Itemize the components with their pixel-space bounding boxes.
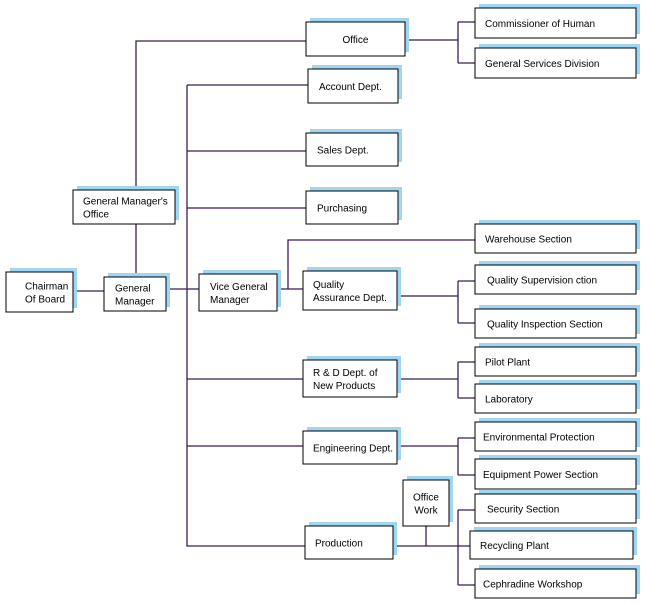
node-security: Security Section — [474, 490, 640, 524]
node-box — [474, 223, 637, 254]
node-box — [402, 479, 450, 527]
connector-line — [186, 85, 305, 547]
node-box — [474, 308, 637, 339]
node-box — [474, 47, 637, 79]
node-label: New Products — [313, 381, 375, 392]
node-box — [474, 493, 637, 524]
node-label: Laboratory — [485, 395, 533, 406]
node-production: Production — [304, 522, 397, 560]
node-quality-supervision: Quality Supervision ction — [474, 261, 640, 295]
node-label: Office — [83, 210, 109, 221]
node-account: Account Dept. — [307, 65, 402, 104]
node-label: Environmental Protection — [483, 433, 595, 444]
connector-lines — [73, 21, 475, 586]
node-label: Quality — [313, 280, 344, 291]
node-box — [302, 430, 398, 465]
node-general-services: General Services Division — [474, 44, 640, 79]
node-label: Equipment Power Section — [483, 470, 598, 481]
node-warehouse: Warehouse Section — [474, 220, 640, 254]
node-box — [469, 530, 634, 560]
node-cephradine: Cephradine Workshop — [474, 565, 640, 599]
node-box — [307, 68, 399, 104]
node-box — [474, 568, 637, 599]
node-label: Vice General — [210, 282, 268, 293]
node-commissioner: Commissioner of Human — [474, 4, 640, 39]
node-label: Recycling Plant — [480, 541, 549, 552]
node-laboratory: Laboratory — [474, 380, 640, 414]
node-label: Quality Supervision ction — [487, 276, 597, 287]
node-box — [72, 189, 176, 225]
node-box — [302, 270, 398, 311]
node-label: Purchasing — [317, 204, 367, 215]
node-box — [103, 276, 167, 312]
node-label: Chairman — [25, 282, 68, 293]
node-label: General — [115, 284, 151, 295]
node-label: Production — [315, 539, 363, 550]
node-label: Cephradine Workshop — [483, 580, 583, 591]
node-quality-inspection: Quality Inspection Section — [474, 305, 640, 339]
node-label: Work — [414, 506, 438, 517]
node-label: Manager — [115, 297, 155, 308]
node-pilot-plant: Pilot Plant — [474, 343, 640, 377]
node-box — [305, 190, 399, 225]
node-recycling: Recycling Plant — [469, 527, 637, 560]
node-label: General Manager's — [83, 197, 168, 208]
node-box — [304, 525, 394, 560]
node-environmental: Environmental Protection — [474, 418, 640, 452]
node-box — [198, 273, 278, 312]
node-box — [474, 383, 637, 414]
node-label: Security Section — [487, 505, 559, 516]
node-equipment-power: Equipment Power Section — [474, 455, 640, 490]
node-label: General Services Division — [485, 59, 600, 70]
node-label: Of Board — [25, 295, 65, 306]
connector-line — [135, 40, 306, 190]
node-label: Manager — [210, 295, 250, 306]
node-label: Quality Inspection Section — [487, 320, 603, 331]
node-engineering: Engineering Dept. — [302, 427, 401, 465]
node-label: Warehouse Section — [485, 235, 572, 246]
node-label: R & D Dept. of — [313, 368, 378, 379]
node-chairman: Chairman Of Board — [5, 268, 77, 313]
connector-line — [287, 239, 475, 289]
node-label: Office — [413, 493, 439, 504]
node-label: Engineering Dept. — [313, 444, 393, 455]
node-label: Account Dept. — [319, 82, 382, 93]
node-box — [305, 21, 406, 57]
node-box — [5, 271, 74, 313]
node-box — [474, 346, 637, 377]
node-box — [474, 7, 637, 39]
node-box — [305, 132, 399, 167]
node-box — [302, 359, 398, 398]
node-box — [474, 421, 637, 452]
node-box — [474, 458, 637, 490]
node-label: Assurance Dept. — [313, 293, 387, 304]
node-purchasing: Purchasing — [305, 187, 402, 225]
node-label: Pilot Plant — [485, 358, 530, 369]
node-label: Office — [343, 35, 369, 46]
node-box — [474, 264, 637, 295]
node-sales: Sales Dept. — [305, 129, 402, 167]
node-label: Sales Dept. — [317, 146, 369, 157]
node-rd: R & D Dept. of New Products — [302, 356, 401, 398]
node-office: Office — [305, 18, 409, 57]
node-label: Commissioner of Human — [485, 19, 595, 30]
